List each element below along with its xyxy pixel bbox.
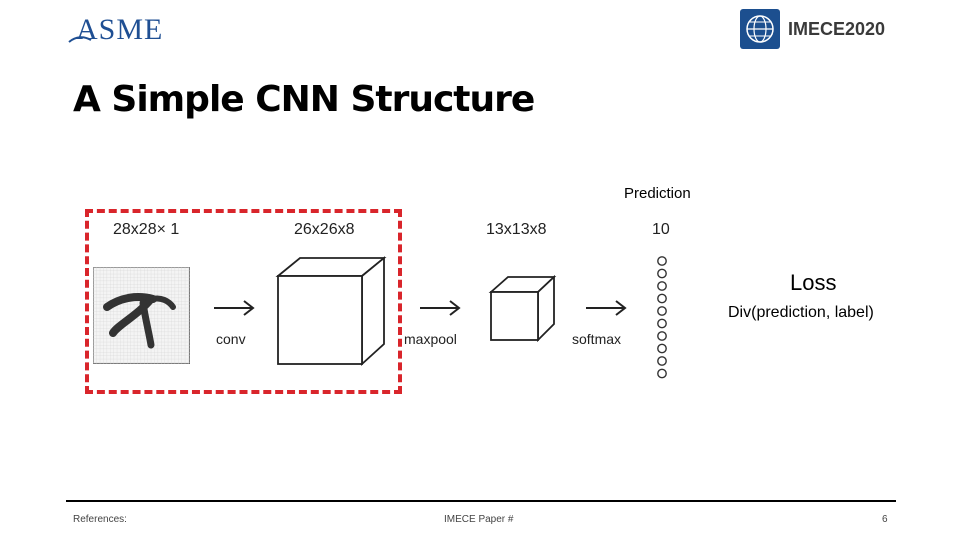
input-digit-image (93, 267, 190, 364)
arrow-right-icon (586, 300, 627, 316)
slide-title: A Simple CNN Structure (73, 79, 535, 120)
input-dimension: 28x28× 1 (113, 221, 180, 238)
footer-paper-number: IMECE Paper # (444, 514, 514, 525)
imece-logo-text: IMECE2020 (788, 19, 886, 39)
conv-feature-cube (275, 256, 387, 367)
asme-logo-text: ASME (76, 13, 164, 46)
output-dimension: 10 (652, 221, 670, 238)
conv-op-label: conv (216, 331, 246, 347)
asme-swoosh-icon (68, 36, 92, 43)
output-node (657, 318, 667, 329)
softmax-op-label: softmax (572, 331, 622, 347)
arrow-right-icon (214, 300, 255, 316)
arrow-right-icon (420, 300, 461, 316)
globe-icon (740, 9, 780, 49)
output-node (657, 343, 667, 354)
output-node (657, 256, 667, 266)
footer-divider (66, 500, 896, 502)
conv-dimension: 26x26x8 (294, 221, 355, 238)
output-nodes (657, 256, 667, 379)
maxpool-op-label: maxpool (404, 331, 457, 347)
pool-feature-cube (488, 274, 557, 343)
pool-dimension: 13x13x8 (486, 221, 547, 238)
output-node (657, 268, 667, 279)
prediction-label: Prediction (624, 185, 691, 202)
output-node (657, 368, 667, 379)
loss-formula: Div(prediction, label) (728, 304, 874, 321)
imece-logo: IMECE2020 (740, 9, 890, 49)
output-node (657, 281, 667, 291)
page-number: 6 (882, 514, 888, 525)
highlight-dashed-box (85, 209, 402, 394)
output-node (657, 306, 667, 316)
output-node (657, 331, 667, 341)
loss-label: Loss (790, 270, 837, 295)
footer-references: References: (73, 514, 127, 525)
asme-logo: ASME (68, 12, 164, 48)
output-node (657, 356, 667, 366)
output-node (657, 293, 667, 304)
